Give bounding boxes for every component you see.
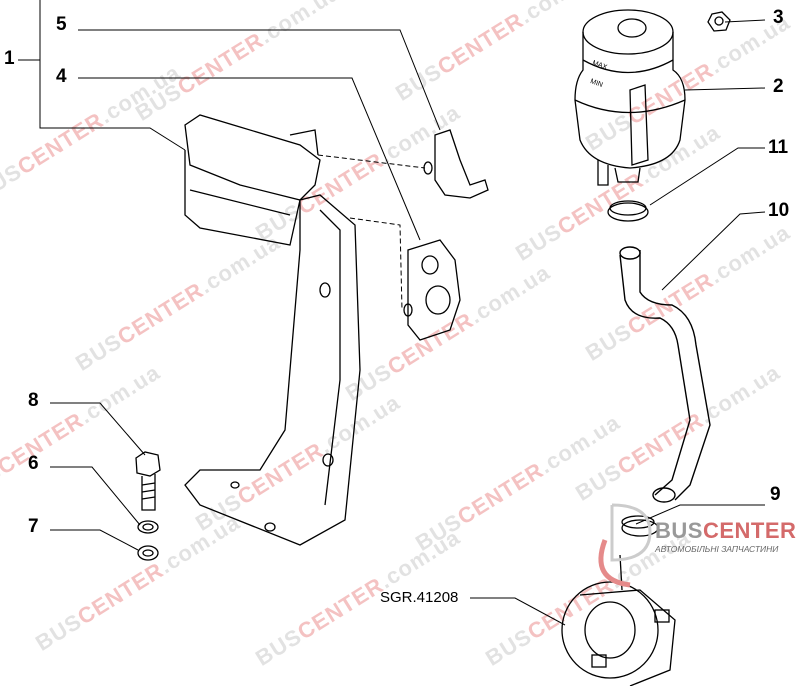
hose-clamp-part-11 bbox=[607, 200, 649, 222]
callout-6: 6 bbox=[28, 453, 39, 474]
reservoir-part-2 bbox=[574, 9, 686, 186]
callout-4: 4 bbox=[56, 66, 67, 87]
reference-sgr: SGR.41208 bbox=[380, 589, 459, 606]
callout-11: 11 bbox=[768, 137, 789, 158]
pump-sgr-41208 bbox=[561, 554, 676, 686]
nut-part-3 bbox=[707, 11, 731, 32]
clamp-part-5 bbox=[423, 129, 489, 199]
washer-part-7 bbox=[137, 545, 159, 561]
clamp-part-4 bbox=[403, 239, 461, 341]
bracket-part-1 bbox=[184, 114, 361, 546]
bolt-part-8 bbox=[135, 451, 161, 511]
logo-subtitle: АВТОМОБІЛЬНІ ЗАПЧАСТИНИ bbox=[655, 544, 779, 554]
callout-5: 5 bbox=[56, 14, 67, 35]
logo-title-bus: BUS bbox=[655, 518, 703, 543]
logo-mark bbox=[598, 503, 652, 588]
callout-2: 2 bbox=[773, 76, 784, 97]
buscenter-logo: BUSCENTER АВТОМОБІЛЬНІ ЗАПЧАСТИНИ bbox=[655, 518, 796, 554]
hose-part-10 bbox=[619, 246, 711, 503]
hose-clamp-part-9 bbox=[621, 515, 659, 537]
washer-part-6 bbox=[137, 520, 159, 534]
callout-1: 1 bbox=[4, 48, 15, 69]
logo-title-center: CENTER bbox=[702, 518, 797, 543]
callout-7: 7 bbox=[28, 516, 39, 537]
callout-10: 10 bbox=[768, 200, 790, 221]
callout-8: 8 bbox=[28, 390, 39, 411]
callout-9: 9 bbox=[770, 484, 781, 505]
callout-3: 3 bbox=[773, 7, 784, 28]
leader-lines bbox=[18, 0, 766, 626]
